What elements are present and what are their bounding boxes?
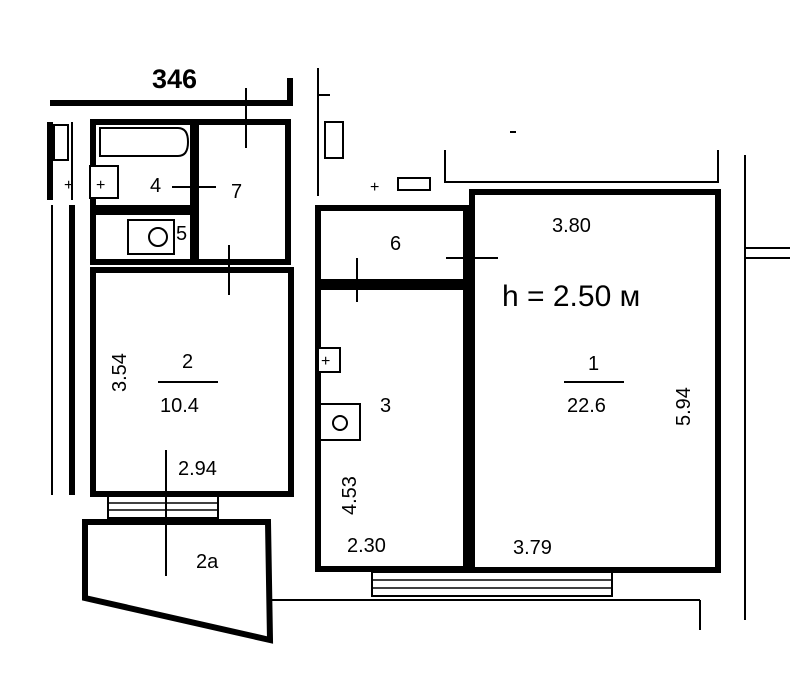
room-3-height-dim: 4.53 bbox=[339, 476, 361, 515]
room-1-width-dim: 3.79 bbox=[513, 537, 552, 559]
kitchen-sink-icon bbox=[317, 347, 341, 373]
room-5-label: 5 bbox=[176, 223, 187, 245]
plan-number: 346 bbox=[152, 64, 197, 94]
room-1-label: 1 bbox=[588, 353, 599, 375]
svg-text:+: + bbox=[96, 177, 105, 194]
labels: 346 4 7 5 6 2 10.4 3.54 2.94 2a 3 4.53 2… bbox=[109, 64, 695, 573]
room-1-top-dim: 3.80 bbox=[552, 215, 591, 237]
room-1-area: 22.6 bbox=[567, 395, 606, 417]
door-markers bbox=[165, 88, 516, 576]
room-1-height-dim: 5.94 bbox=[673, 387, 695, 426]
windows bbox=[53, 124, 613, 597]
room-3-label: 3 bbox=[380, 395, 391, 417]
room-3-width-dim: 2.30 bbox=[347, 535, 386, 557]
walls bbox=[47, 68, 790, 630]
room-2-label: 2 bbox=[182, 351, 193, 373]
ceiling-height: h = 2.50 м bbox=[502, 280, 640, 313]
room-7-label: 7 bbox=[231, 181, 242, 203]
sink-icon bbox=[89, 165, 119, 199]
stove-icon bbox=[319, 403, 361, 441]
room-2-width-dim: 2.94 bbox=[178, 458, 217, 480]
room-4-label: 4 bbox=[150, 175, 161, 197]
room-6-label: 6 bbox=[390, 233, 401, 255]
svg-text:+: + bbox=[321, 353, 330, 370]
bathtub-icon bbox=[99, 127, 190, 157]
fixtures: + + + + bbox=[64, 121, 431, 441]
room-2-area: 10.4 bbox=[160, 395, 199, 417]
room-outlines bbox=[82, 119, 721, 644]
room-2-height-dim: 3.54 bbox=[109, 353, 131, 392]
balcony-2a-label: 2a bbox=[196, 551, 219, 573]
svg-text:+: + bbox=[64, 177, 73, 194]
svg-text:+: + bbox=[370, 179, 379, 196]
